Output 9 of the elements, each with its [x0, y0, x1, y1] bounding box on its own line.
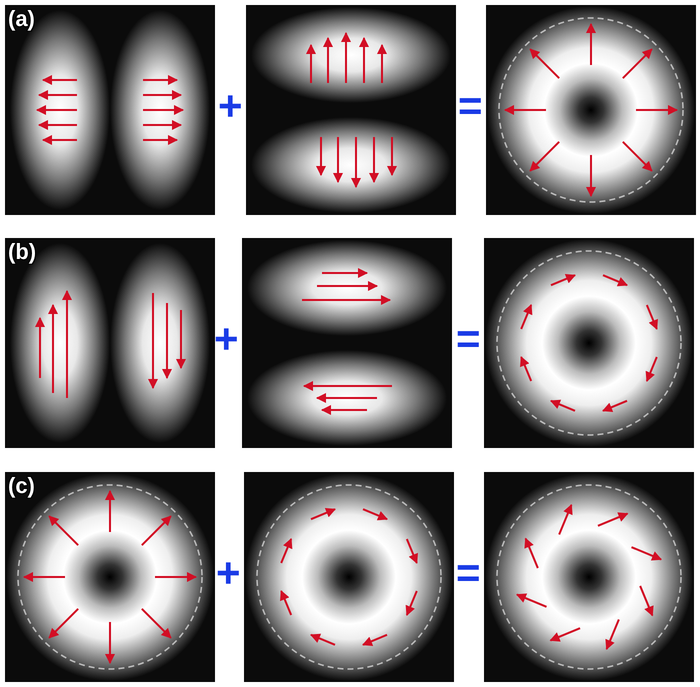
- plus-sign: +: [218, 85, 243, 127]
- plus-sign: +: [216, 552, 241, 594]
- equals-sign: =: [456, 318, 481, 360]
- panel-label: (a): [8, 8, 35, 30]
- plus-sign: +: [214, 318, 239, 360]
- panel-label: (b): [8, 241, 36, 263]
- equals-sign: =: [458, 85, 483, 127]
- panel-label: (c): [8, 475, 35, 497]
- equals-sign: =: [456, 552, 481, 594]
